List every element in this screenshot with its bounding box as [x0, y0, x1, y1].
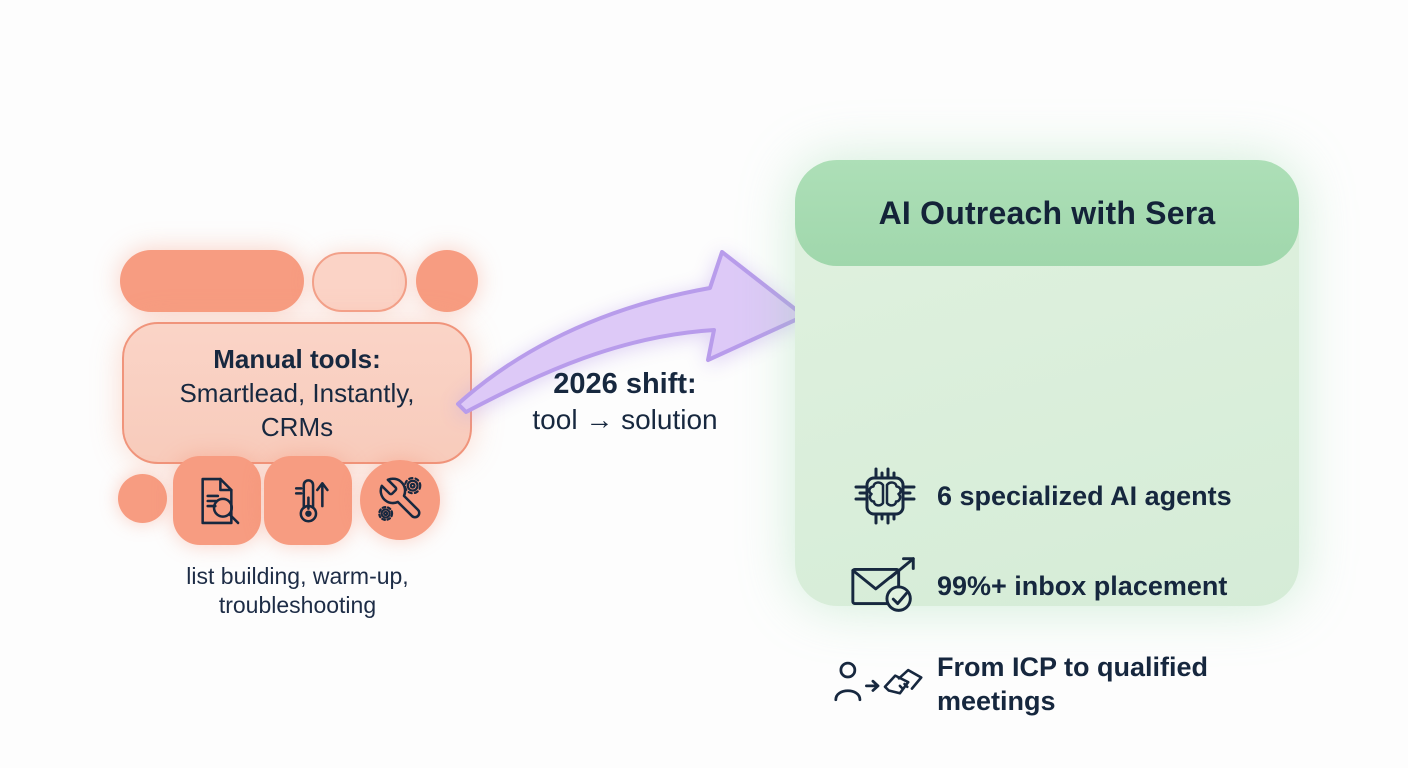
feature-label-meetings: From ICP to qualified meetings: [937, 652, 1209, 716]
shift-label-line2: tool → solution: [532, 404, 718, 435]
shift-label: 2026 shift: tool → solution: [480, 366, 770, 438]
thermometer-up-icon: [294, 478, 329, 523]
feature-label-inbox: 99%+ inbox placement: [937, 571, 1228, 601]
tool-tile-list-building: [173, 456, 261, 545]
manual-tools-line3: CRMs: [260, 412, 334, 442]
sera-card: AI Outreach with Sera 6 specialized AI a…: [795, 160, 1299, 716]
manual-tools-caption: list building, warm-up, troubleshooting: [120, 562, 475, 620]
manual-tools-card: Manual tools: Smartlead, Instantly, CRMs: [122, 322, 472, 464]
manual-tools-title: Manual tools:: [213, 344, 381, 374]
decorative-pill: [120, 250, 304, 312]
sera-feature-row: 6 specialized AI agents: [833, 454, 1232, 538]
person-to-handshake-icon: [834, 661, 923, 702]
caption-line-2: troubleshooting: [218, 592, 377, 618]
document-search-icon: [201, 477, 240, 524]
decorative-outline-pill: [312, 252, 407, 312]
wrench-gears-icon: [378, 476, 422, 522]
ai-chip-brain-icon: [854, 467, 916, 525]
manual-tools-line2: Smartlead, Instantly,: [179, 378, 415, 408]
sera-card-header: AI Outreach with Sera: [795, 160, 1299, 266]
decorative-circle: [416, 250, 478, 312]
email-delivered-icon: [851, 557, 915, 612]
feature-label-agents: 6 specialized AI agents: [937, 481, 1232, 511]
tool-tile-warm-up: [264, 456, 352, 545]
shift-label-line1: 2026 shift:: [553, 368, 697, 400]
caption-line-1: list building, warm-up,: [186, 563, 409, 589]
curved-right-arrow-icon: [456, 250, 806, 414]
sera-feature-row: From ICP to qualified meetings: [833, 642, 1257, 726]
sera-card-title: AI Outreach with Sera: [878, 194, 1216, 231]
transition-arrow: [450, 238, 818, 420]
sera-feature-row: 99%+ inbox placement: [833, 546, 1227, 626]
decorative-small-circle: [118, 474, 167, 523]
tool-tile-troubleshooting: [360, 460, 440, 540]
